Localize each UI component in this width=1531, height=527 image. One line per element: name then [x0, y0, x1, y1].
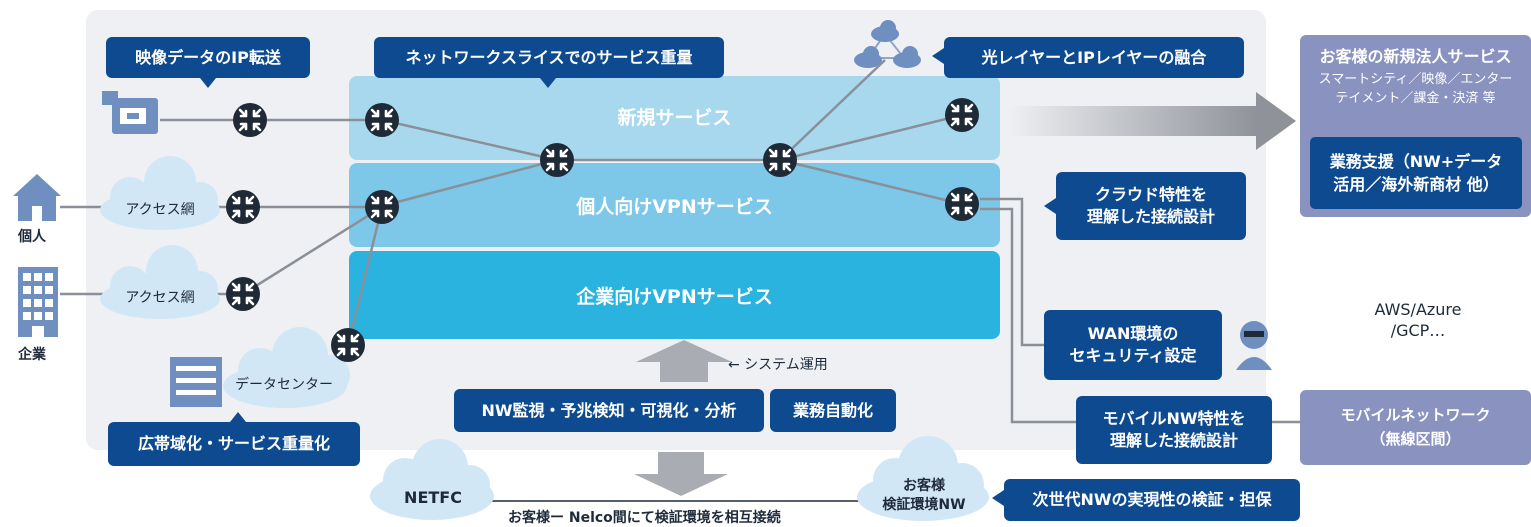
layer-enterprise-vpn-label: 企業向けVPNサービス: [576, 285, 773, 308]
callout-wan-line2: セキュリティ設定: [1069, 346, 1197, 365]
enterprise-label: 企業: [18, 347, 46, 363]
datacenter-icon: [170, 357, 222, 407]
netfc-label: NETFC: [404, 487, 462, 507]
customer-env-label: お客様 検証環境NW: [858, 472, 990, 520]
mobile-network-sub: （無線区間）: [1370, 429, 1461, 448]
cloud-multicloud: [1338, 250, 1498, 355]
callout-mobile-design-line2: 理解した接続設計: [1109, 431, 1238, 450]
callout-nextgen-text: 次世代NWの実現性の検証・担保: [1032, 490, 1272, 510]
arrow-down-verification: [634, 452, 728, 496]
multicloud-cloud-text: AWS/Azure /GCP…: [1340, 300, 1496, 342]
multicloud-title: マルチクラウド: [1362, 246, 1468, 264]
callout-broadband: 広帯域化・サービス重量化: [108, 422, 360, 466]
arrow-to-new-business: [1008, 92, 1296, 150]
callout-nextgen-verification: 次世代NWの実現性の検証・担保: [1004, 479, 1300, 521]
callout-tail-video: [200, 78, 216, 88]
callout-video-ip-transfer-text: 映像データのIP転送: [135, 47, 281, 67]
individual-label: 個人: [18, 229, 46, 245]
new-business-desc-line1: スマートシティ／映像／エンター: [1318, 72, 1513, 87]
multicloud-line1: AWS/Azure: [1374, 300, 1462, 319]
new-business-title: お客様の新規法人サービス: [1319, 47, 1512, 66]
cloud-netfc: [370, 439, 494, 520]
multicloud-line2: /GCP…: [1390, 320, 1446, 340]
new-business-desc-line2: テイメント／課金・決済 等: [1335, 90, 1496, 106]
callout-cloud-design-line1: クラウド特性を: [1094, 185, 1207, 205]
new-business-desc: スマートシティ／映像／エンター テイメント／課金・決済 等: [1300, 71, 1531, 109]
business-support-line1: 業務支援（NW+データ: [1329, 151, 1503, 171]
layer-personal-vpn-label: 個人向けVPNサービス: [576, 195, 773, 218]
building-icon: [18, 267, 58, 337]
system-ops-label: ← システム運用: [728, 357, 828, 373]
customer-env-line1: お客様: [903, 478, 945, 495]
layer-new-service: 新規サービス: [349, 76, 1000, 160]
access-network-1-label: アクセス網: [125, 202, 195, 218]
video-camera-icon: [102, 91, 158, 134]
new-business-service-panel: お客様の新規法人サービス スマートシティ／映像／エンター テイメント／課金・決済…: [1300, 35, 1531, 217]
layer-new-service-label: 新規サービス: [617, 106, 732, 129]
callout-tail-slice: [540, 78, 556, 88]
operator-person-icon: [1236, 321, 1272, 370]
box-monitoring: NW監視・予兆検知・可視化・分析: [454, 389, 764, 432]
callout-mobile-connection-design: モバイルNW特性を 理解した接続設計: [1076, 396, 1272, 464]
box-monitoring-text: NW監視・予兆検知・可視化・分析: [481, 400, 737, 420]
box-automation-text: 業務自動化: [792, 400, 873, 420]
callout-tail-broadband: [230, 412, 246, 422]
callout-tail-fusion: [932, 48, 944, 64]
callout-broadband-text: 広帯域化・サービス重量化: [137, 434, 330, 454]
datacenter-label: データセンター: [235, 377, 333, 393]
callout-network-slice-text: ネットワークスライスでのサービス重量: [405, 47, 693, 67]
callout-wan-security: WAN環境の セキュリティ設定: [1044, 310, 1222, 380]
interconnect-line: [490, 500, 860, 502]
clouds: [100, 156, 1498, 521]
mobile-network-panel: モバイルネットワーク （無線区間）: [1300, 390, 1531, 465]
customer-env-line2: 検証環境NW: [882, 497, 966, 513]
callout-optical-ip-fusion: 光レイヤーとIPレイヤーの融合: [944, 37, 1244, 78]
cloud-access-1: [100, 156, 220, 230]
layer-enterprise-vpn: 企業向けVPNサービス: [349, 251, 1000, 339]
callout-cloud-design-line2: 理解した接続設計: [1086, 207, 1215, 226]
layer-personal-vpn: 個人向けVPNサービス: [349, 163, 1000, 247]
access-network-2-label: アクセス網: [125, 290, 195, 306]
interconnect-label: お客様ー Nelco間にて検証環境を相互接続: [508, 510, 781, 526]
callout-tail-cloud-design: [1044, 198, 1056, 214]
callout-wan-line1: WAN環境の: [1087, 324, 1179, 344]
cloud-datacenter: [223, 327, 350, 408]
box-automation: 業務自動化: [770, 389, 896, 432]
callout-mobile-design-line1: モバイルNW特性を: [1102, 409, 1246, 429]
callout-tail-nextgen: [992, 490, 1004, 506]
callout-network-slice: ネットワークスライスでのサービス重量: [374, 37, 724, 78]
house-icon: [13, 174, 61, 221]
callout-optical-ip-fusion-text: 光レイヤーとIPレイヤーの融合: [981, 47, 1207, 67]
business-support-line2: 活用／海外新商材 他）: [1333, 175, 1499, 194]
arrow-system-ops: [636, 340, 732, 382]
optical-ip-clouds-icon: [854, 20, 921, 68]
mobile-network-title: モバイルネットワーク: [1340, 406, 1491, 425]
callout-video-ip-transfer: 映像データのIP転送: [106, 37, 310, 78]
business-support-box: 業務支援（NW+データ 活用／海外新商材 他）: [1310, 137, 1522, 209]
cloud-access-2: [100, 245, 220, 319]
cloud-customer-env: [857, 436, 989, 521]
callout-cloud-connection-design: クラウド特性を 理解した接続設計: [1056, 172, 1246, 240]
